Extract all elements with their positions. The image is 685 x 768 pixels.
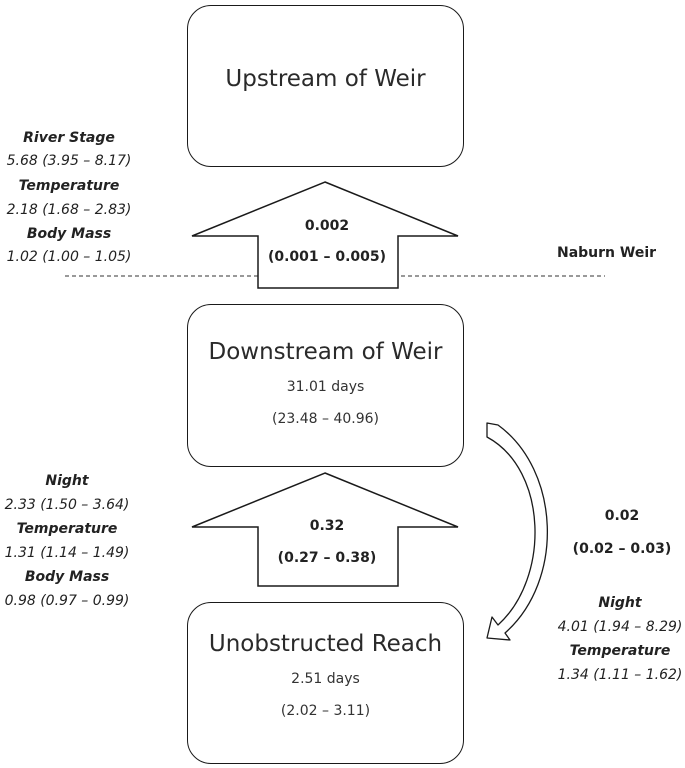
upper-arrow-rate: 0.002 <box>304 218 350 234</box>
upper-transition-arrow <box>191 181 459 289</box>
curved-arrow-rate: 0.02 <box>604 508 640 524</box>
lower-arrow-rate: 0.32 <box>309 518 345 534</box>
curved-covariate-value: 4.01 (1.94 – 8.29) <box>557 619 683 635</box>
upper-covariate-name: Body Mass <box>26 226 112 242</box>
downstream-duration: 31.01 days <box>286 379 365 395</box>
lower-covariate-name: Night <box>45 473 89 489</box>
upper-covariate-value: 1.02 (1.00 – 1.05) <box>6 249 132 265</box>
upstream-title: Upstream of Weir <box>225 66 426 92</box>
lower-covariate-value: 2.33 (1.50 – 3.64) <box>4 497 130 513</box>
unobstructed-duration: 2.51 days <box>291 671 360 687</box>
upper-covariate-value: 5.68 (3.95 – 8.17) <box>6 153 132 169</box>
lower-transition-arrow <box>191 472 459 587</box>
downstream-title: Downstream of Weir <box>208 339 443 365</box>
upper-arrow-interval: (0.001 – 0.005) <box>267 249 387 265</box>
curved-arrow-interval: (0.02 – 0.03) <box>572 541 672 557</box>
upper-covariate-value: 2.18 (1.68 – 2.83) <box>6 202 132 218</box>
lower-covariate-name: Temperature <box>16 521 118 537</box>
lower-covariate-value: 0.98 (0.97 – 0.99) <box>4 593 130 609</box>
curved-covariate-value: 1.34 (1.11 – 1.62) <box>557 667 683 683</box>
lower-covariate-name: Body Mass <box>24 569 110 585</box>
lower-arrow-interval: (0.27 – 0.38) <box>277 550 377 566</box>
upstream-of-weir-box: Upstream of Weir <box>187 5 464 167</box>
weir-label: Naburn Weir <box>557 245 657 261</box>
upper-covariate-name: River Stage <box>23 130 115 146</box>
unobstructed-interval: (2.02 – 3.11) <box>280 703 371 719</box>
upper-covariate-name: Temperature <box>18 178 120 194</box>
curved-covariate-name: Temperature <box>569 643 671 659</box>
curved-covariate-name: Night <box>598 595 642 611</box>
unobstructed-reach-box: Unobstructed Reach 2.51 days (2.02 – 3.1… <box>187 602 464 764</box>
lower-covariate-value: 1.31 (1.14 – 1.49) <box>4 545 130 561</box>
curved-transition-arrow <box>486 422 549 641</box>
downstream-interval: (23.48 – 40.96) <box>272 411 379 427</box>
unobstructed-title: Unobstructed Reach <box>208 631 443 657</box>
downstream-of-weir-box: Downstream of Weir 31.01 days (23.48 – 4… <box>187 304 464 467</box>
